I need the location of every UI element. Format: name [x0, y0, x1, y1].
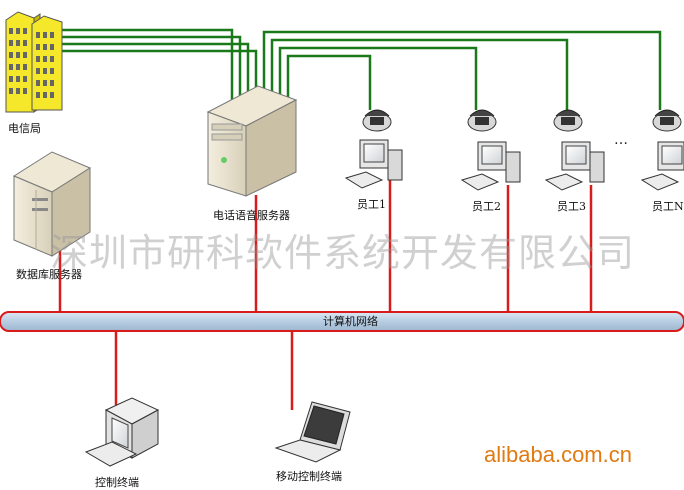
- trunk-line-1: [62, 28, 234, 100]
- employee-n-label: 员工N: [652, 200, 684, 213]
- employee-3-phone-icon: [553, 109, 583, 132]
- employee-3-computer-icon: [544, 141, 605, 191]
- network-bus: [0, 311, 684, 332]
- voice-server-icon: [206, 85, 298, 197]
- company-watermark: 深圳市研科软件系统开发有限公司: [50, 231, 636, 275]
- mobile-terminal-laptop-icon: [274, 401, 351, 463]
- database-server-icon: [12, 151, 92, 257]
- ext-line-2: [278, 46, 478, 110]
- telecom-label: 电信局: [8, 122, 41, 135]
- employee-2-label: 员工2: [472, 200, 501, 213]
- trunk-line-2: [62, 35, 242, 98]
- brand-watermark: alibaba.com.cn: [484, 442, 632, 467]
- employee-1-phone-icon: [362, 109, 392, 132]
- trunk-line-4: [62, 49, 258, 98]
- db-server-label: 数据库服务器: [16, 268, 82, 281]
- employee-n-phone-icon: [652, 109, 682, 132]
- control-terminal-computer-icon: [84, 397, 160, 467]
- more-employees-ellipsis: …: [614, 132, 628, 148]
- mobile-terminal-label: 移动控制终端: [276, 470, 342, 483]
- phone-lines: [62, 28, 662, 110]
- ext-line-n: [262, 30, 662, 110]
- employee-n-computer-icon: [640, 141, 684, 191]
- ext-line-1: [286, 54, 372, 110]
- telecom-building-icon: [5, 11, 63, 113]
- trunk-line-3: [62, 42, 250, 96]
- employee-2-computer-icon: [460, 141, 521, 191]
- network-lines: [58, 178, 593, 410]
- ext-line-3: [270, 38, 569, 110]
- control-terminal-label: 控制终端: [95, 476, 139, 489]
- employee-1-label: 员工1: [357, 198, 386, 211]
- network-label: 计算机网络: [323, 315, 378, 328]
- employee-1-computer-icon: [344, 139, 403, 189]
- employee-3-label: 员工3: [557, 200, 586, 213]
- voice-server-label: 电话语音服务器: [213, 209, 290, 222]
- employee-2-phone-icon: [467, 109, 497, 132]
